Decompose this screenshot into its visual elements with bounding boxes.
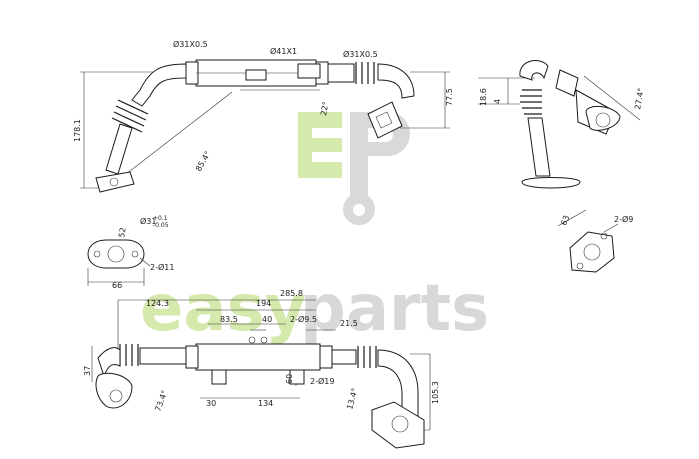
flange-width: 66 [112,281,122,290]
flange-right-holes: 2-Ø9 [614,214,633,224]
top-d-left: Ø31X0.5 [173,39,208,49]
flange-width-52: 52 [117,227,128,239]
bottom-holes-bottom: 2-Ø19 [310,376,334,386]
top-height-178: 178.1 [73,119,82,142]
ep-logo-hole [353,204,365,216]
top-view: Ø31X0.5 Ø41X1 Ø31X0.5 178.1 77.5 22° 85.… [73,39,454,193]
side-d-4: 4 [493,99,502,104]
bottom-h-105: 105.3 [431,381,440,404]
flange-d-bolt: Ø31 [140,216,156,226]
bottom-h-37: 37 [83,366,92,376]
bottom-len-124: 124.3 [146,299,169,308]
flange-small-detail: Ø31 +0.1 -0.05 52 66 2-Ø11 [87,215,174,290]
bottom-overall: 285.8 [280,289,303,298]
top-angle-22: 22° [319,101,330,117]
bottom-angle-13: 13.4° [345,387,359,410]
side-view: 18.6 4 27.4° [478,60,646,189]
bottom-len-21: 21.5 [340,319,358,328]
bottom-len-194: 194 [256,299,271,308]
bottom-h-60: 60 [285,374,294,384]
bottom-holes-top: 2-Ø9.5 [290,314,317,324]
top-d-right: Ø31X0.5 [343,49,378,59]
ep-logo-green [298,112,342,178]
flange-tol-minus: -0.05 [153,222,169,229]
side-d-18: 18.6 [479,88,488,106]
watermark-parts: parts [300,272,489,346]
bottom-len-30: 30 [206,399,216,408]
bottom-len-134: 134 [258,399,273,408]
watermark: easy parts [140,112,489,346]
flange-holes: 2-Ø11 [150,262,174,272]
bottom-angle-73: 73.4° [153,389,169,413]
side-angle-27: 27.4° [633,87,646,110]
top-angle-85: 85.4° [194,150,213,173]
flange-right-detail: 63 2-Ø9 [557,209,633,273]
flange-tol-plus: +0.1 [153,215,168,222]
watermark-easy: easy [140,272,306,346]
ep-logo-grey [342,112,410,226]
flange-right-d-63: 63 [559,214,571,227]
bottom-view: 285.8 124.3 194 83.5 40 2-Ø9.5 21.5 37 7… [83,289,440,449]
top-height-77: 77.5 [445,88,454,106]
bottom-len-40: 40 [262,315,272,324]
bottom-len-83: 83.5 [220,315,238,324]
top-d-mid: Ø41X1 [270,46,297,56]
